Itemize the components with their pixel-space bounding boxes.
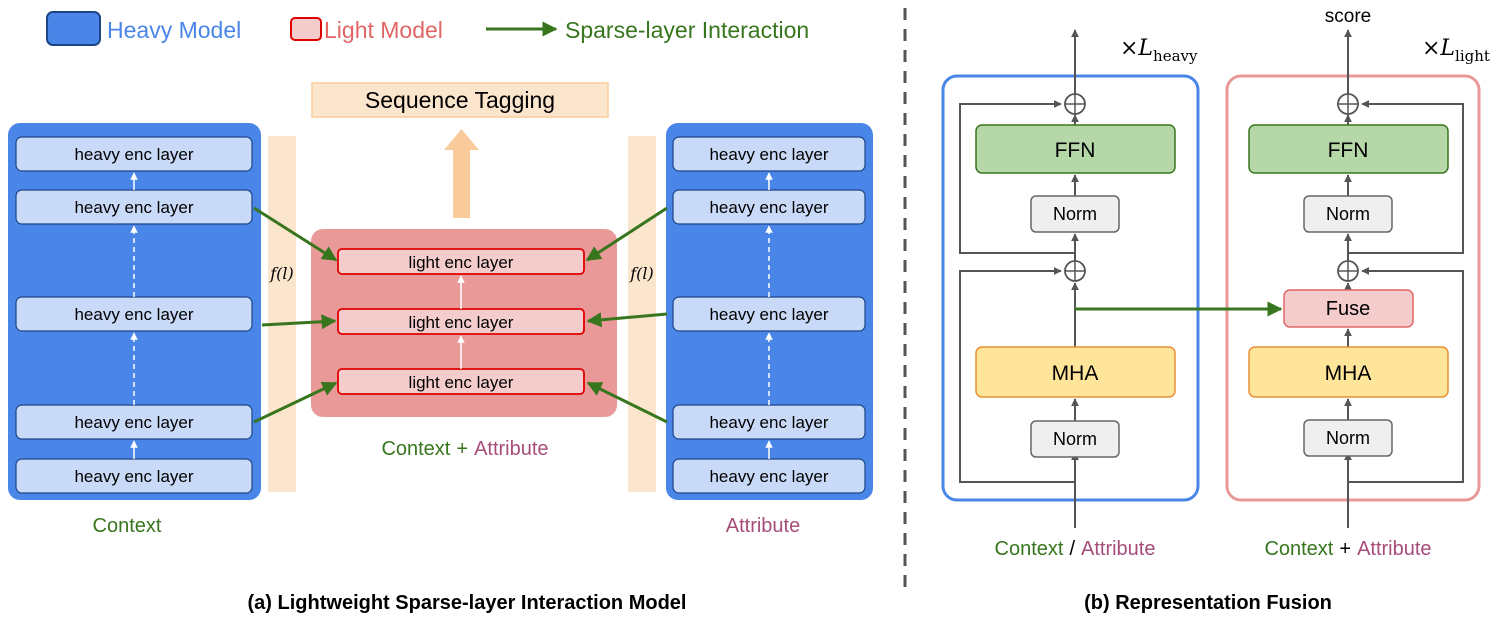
light-model: light enc layer light enc layer light en… <box>311 229 617 417</box>
score-label: score <box>1325 6 1371 27</box>
ffn-box <box>975 124 1176 174</box>
heavy-layer-label: heavy enc layer <box>709 413 828 432</box>
light-layer-label: light enc layer <box>409 253 514 272</box>
light-layer-label: light enc layer <box>409 373 514 392</box>
ffn-label: FFN <box>1328 139 1369 162</box>
fuse-box <box>1283 289 1414 328</box>
mha-label: MHA <box>1052 362 1099 385</box>
times-l-light: ×Llight <box>1422 36 1490 65</box>
legend-light-swatch <box>290 17 322 41</box>
light-transformer-block: FFN Norm Fuse MHA Norm <box>1225 29 1481 528</box>
legend: Heavy Model Light Model Sparse-layer Int… <box>46 11 809 46</box>
legend-heavy-label: Heavy Model <box>107 17 241 43</box>
heavy-layer-label: heavy enc layer <box>709 198 828 217</box>
heavy-layer-label: heavy enc layer <box>709 467 828 486</box>
heavy-block-outline <box>941 74 1200 502</box>
heavy-layer <box>15 136 253 172</box>
middle-plus-text: + <box>456 438 468 460</box>
caption-a: (a) Lightweight Sparse-layer Interaction… <box>248 592 687 614</box>
mha-box <box>975 346 1176 398</box>
residual-connection <box>1348 267 1464 483</box>
sequence-tagging-label: Sequence Tagging <box>365 87 555 113</box>
heavy-input-label: Context/ Attribute <box>995 538 1156 560</box>
residual-connection <box>1348 100 1464 254</box>
heavy-layer-label: heavy enc layer <box>74 198 193 217</box>
heavy-layer-label: heavy enc layer <box>709 305 828 324</box>
output-arrow-icon <box>444 129 479 218</box>
heavy-layer-label: heavy enc layer <box>709 145 828 164</box>
fl-label-left: f(l) <box>269 264 294 283</box>
times-l-heavy-sub: heavy <box>1153 47 1198 65</box>
ffn-label: FFN <box>1055 139 1096 162</box>
fl-bar-left <box>268 136 296 492</box>
times-l-light-text: ×L <box>1422 36 1455 61</box>
middle-attribute-text: Attribute <box>474 438 548 460</box>
light-block-outline <box>1225 74 1481 502</box>
norm-label: Norm <box>1053 429 1097 449</box>
context-heavy-model: heavy enc layer heavy enc layer heavy en… <box>8 123 261 500</box>
light-input-attribute: Attribute <box>1357 538 1431 560</box>
interaction-arrow-icon <box>253 381 338 424</box>
times-l-heavy-text: ×L <box>1120 36 1153 61</box>
legend-sparse-label: Sparse-layer Interaction <box>565 17 809 43</box>
heavy-layer <box>672 136 866 172</box>
heavy-layer-label: heavy enc layer <box>74 305 193 324</box>
ffn-box <box>1248 124 1449 174</box>
interaction-arrow-icon <box>261 314 337 330</box>
light-input-label: Context + Attribute <box>1264 538 1431 560</box>
sparse-interaction-arrows <box>253 206 668 424</box>
context-layers: heavy enc layer heavy enc layer heavy en… <box>15 136 253 494</box>
norm-label: Norm <box>1053 204 1097 224</box>
light-input-plus: + <box>1339 538 1351 560</box>
sequence-tagging-box <box>311 82 609 118</box>
heavy-input-slash: / <box>1069 538 1075 560</box>
heavy-input-context: Context <box>995 538 1064 560</box>
legend-light-label: Light Model <box>324 17 443 43</box>
light-input-context: Context <box>1264 538 1333 560</box>
heavy-layer-label: heavy enc layer <box>74 145 193 164</box>
norm-box <box>1303 195 1393 233</box>
mha-label: MHA <box>1325 362 1372 385</box>
caption-b: (b) Representation Fusion <box>1084 592 1332 614</box>
norm-box <box>1303 419 1393 457</box>
legend-heavy-swatch <box>46 11 101 46</box>
interaction-arrow-icon <box>253 206 338 262</box>
mha-box <box>1248 346 1449 398</box>
middle-input-label: Context + Attribute <box>381 438 548 460</box>
context-label: Context <box>93 515 162 537</box>
attribute-heavy-model: heavy enc layer heavy enc layer heavy en… <box>666 123 873 500</box>
interaction-arrow-icon <box>585 206 668 262</box>
fl-label-right: f(l) <box>629 264 654 283</box>
times-l-heavy: ×Lheavy <box>1120 36 1198 65</box>
heavy-transformer-block: FFN Norm MHA Norm <box>941 29 1200 528</box>
norm-box <box>1030 195 1120 233</box>
light-layer <box>337 248 585 275</box>
norm-label: Norm <box>1326 204 1370 224</box>
heavy-layer-label: heavy enc layer <box>74 467 193 486</box>
times-l-light-sub: light <box>1455 47 1490 65</box>
heavy-input-attribute: Attribute <box>1081 538 1155 560</box>
heavy-layer-label: heavy enc layer <box>74 413 193 432</box>
norm-box <box>1030 420 1120 458</box>
attribute-label: Attribute <box>726 515 800 537</box>
residual-connection <box>959 100 1075 254</box>
residual-connection <box>959 267 1075 483</box>
middle-context-text: Context <box>381 438 450 460</box>
norm-label: Norm <box>1326 428 1370 448</box>
fuse-label: Fuse <box>1326 298 1370 320</box>
light-layer-label: light enc layer <box>409 313 514 332</box>
interaction-arrow-icon <box>586 381 668 424</box>
interaction-arrow-icon <box>586 312 668 328</box>
